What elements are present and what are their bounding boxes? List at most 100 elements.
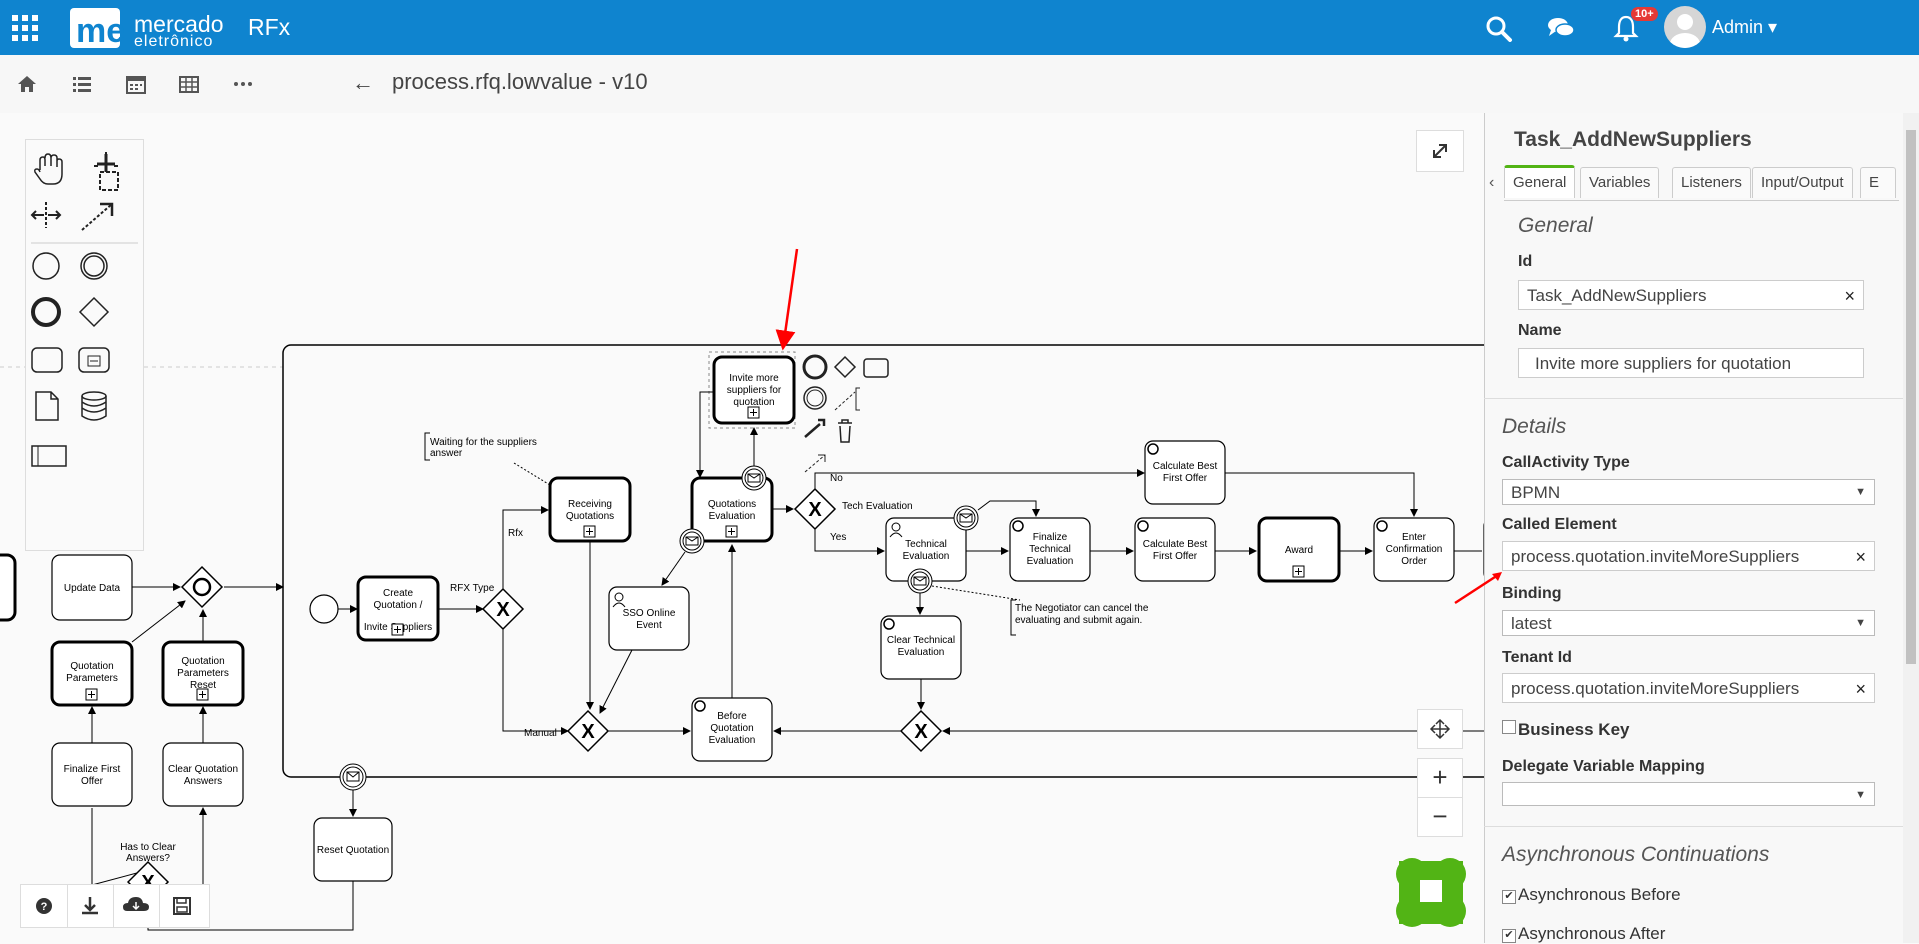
async-before-checkbox[interactable]: ✔Asynchronous Before bbox=[1502, 885, 1681, 905]
bpmn-canvas[interactable]: Update Data Quotation Parameters Quotati… bbox=[0, 113, 1484, 943]
boundary-message-event[interactable] bbox=[679, 528, 705, 554]
subprocess-icon[interactable] bbox=[78, 347, 110, 373]
task-clear-technical-evaluation[interactable]: Clear Technical Evaluation bbox=[880, 615, 962, 680]
called-element-value: process.quotation.inviteMoreSuppliers bbox=[1511, 547, 1800, 566]
subprocess-quotation-parameters-reset[interactable]: Quotation Parameters Reset bbox=[161, 640, 245, 707]
gateway-rfx-type[interactable]: X bbox=[481, 587, 525, 631]
intermediate-event-icon[interactable] bbox=[80, 252, 108, 280]
data-object-icon[interactable] bbox=[35, 391, 59, 421]
boundary-message-event[interactable] bbox=[339, 763, 367, 791]
help-icon: ? bbox=[36, 898, 52, 914]
lasso-tool-icon[interactable] bbox=[93, 152, 119, 191]
gateway-parallel-left[interactable] bbox=[180, 565, 224, 609]
subprocess-award[interactable]: Award bbox=[1257, 516, 1341, 583]
task-label: SSO Online bbox=[623, 608, 676, 619]
more-icon[interactable] bbox=[232, 73, 254, 95]
callactivity-type-select[interactable]: BPMN▼ bbox=[1502, 479, 1875, 505]
task-calculate-best-first-offer-top[interactable]: Calculate Best First Offer bbox=[1144, 440, 1226, 505]
bell-icon[interactable] bbox=[1611, 14, 1641, 42]
tab-variables[interactable]: Variables bbox=[1580, 167, 1660, 198]
gateway-label: Answers? bbox=[126, 853, 170, 864]
subprocess-container[interactable] bbox=[282, 344, 1484, 778]
list-icon[interactable] bbox=[71, 73, 93, 95]
clear-icon[interactable]: × bbox=[1855, 679, 1866, 699]
divider bbox=[1484, 826, 1903, 827]
connect-tool-icon[interactable] bbox=[81, 202, 114, 231]
user-menu[interactable]: Admin ▾ bbox=[1712, 17, 1778, 37]
download-button[interactable] bbox=[67, 885, 114, 927]
business-key-checkbox[interactable]: Business Key bbox=[1502, 720, 1630, 740]
called-element-field[interactable]: process.quotation.inviteMoreSuppliers × bbox=[1502, 541, 1875, 571]
task-before-quotation-evaluation[interactable]: Before Quotation Evaluation bbox=[691, 697, 773, 762]
task-sso-online-event[interactable]: SSO Online Event bbox=[608, 586, 690, 651]
sub-toolbar bbox=[0, 55, 1919, 114]
task-icon[interactable] bbox=[31, 347, 63, 373]
bpmn-io-logo[interactable] bbox=[1396, 858, 1466, 927]
gateway-icon[interactable] bbox=[78, 296, 110, 328]
app-name: RFx bbox=[248, 14, 291, 40]
checkbox-checked[interactable]: ✔ bbox=[1502, 890, 1516, 904]
task-update-data[interactable]: Update Data bbox=[51, 554, 133, 621]
space-tool-icon[interactable] bbox=[30, 202, 62, 228]
clear-icon[interactable]: × bbox=[1855, 547, 1866, 567]
tenant-id-field[interactable]: process.quotation.inviteMoreSuppliers × bbox=[1502, 673, 1875, 703]
id-field[interactable]: Task_AddNewSuppliers × bbox=[1518, 280, 1864, 310]
gateway-join[interactable]: X bbox=[566, 709, 610, 753]
tab-input-output[interactable]: Input/Output bbox=[1752, 167, 1853, 198]
page-title: process.rfq.lowvalue - v10 bbox=[392, 69, 648, 94]
checkbox[interactable] bbox=[1502, 720, 1516, 734]
zoom-in-button[interactable]: + bbox=[1417, 758, 1463, 798]
start-event[interactable] bbox=[309, 594, 339, 624]
clear-icon[interactable]: × bbox=[1844, 286, 1855, 306]
name-field[interactable]: Invite more suppliers for quotation bbox=[1518, 348, 1864, 378]
gateway-clear-technical[interactable]: X bbox=[899, 709, 943, 753]
task-label: Enter bbox=[1402, 532, 1427, 543]
cut-off-task[interactable] bbox=[0, 553, 17, 622]
table-icon[interactable] bbox=[178, 73, 200, 95]
subprocess-quotation-parameters[interactable]: Quotation Parameters bbox=[50, 640, 134, 707]
task-calculate-best-first-offer[interactable]: Calculate Best First Offer bbox=[1134, 517, 1216, 582]
help-button[interactable]: ? bbox=[21, 885, 68, 927]
end-event-icon[interactable] bbox=[31, 297, 61, 327]
task-clear-quotation-answers[interactable]: Clear Quotation Answers bbox=[162, 742, 244, 807]
data-store-icon[interactable] bbox=[81, 391, 107, 421]
async-after-checkbox[interactable]: ✔Asynchronous After bbox=[1502, 924, 1665, 944]
start-event-icon[interactable] bbox=[32, 252, 60, 280]
chat-icon[interactable] bbox=[1546, 14, 1576, 42]
save-button[interactable] bbox=[159, 885, 205, 927]
reset-view-button[interactable] bbox=[1417, 709, 1463, 749]
cloud-deploy-button[interactable] bbox=[113, 885, 160, 927]
callactivity-type-value: BPMN bbox=[1511, 483, 1561, 502]
tabs-prev-icon[interactable]: ‹ bbox=[1489, 174, 1495, 191]
calendar-icon[interactable] bbox=[125, 73, 147, 95]
delegate-variable-mapping-select[interactable]: ▼ bbox=[1502, 782, 1875, 806]
mercado-eletronico-logo[interactable]: me bbox=[70, 6, 128, 50]
binding-select[interactable]: latest▼ bbox=[1502, 610, 1875, 636]
tab-listeners[interactable]: Listeners bbox=[1672, 167, 1751, 198]
boundary-message-event[interactable] bbox=[741, 465, 767, 491]
subprocess-invite-more-suppliers[interactable]: Invite more suppliers for quotation bbox=[712, 355, 796, 425]
search-icon[interactable] bbox=[1484, 14, 1514, 42]
subprocess-receiving-quotations[interactable]: Receiving Quotations bbox=[548, 476, 632, 543]
tab-general[interactable]: General bbox=[1504, 165, 1576, 198]
gateway-tech-evaluation[interactable]: X bbox=[793, 487, 837, 531]
zoom-out-button[interactable]: − bbox=[1417, 797, 1463, 837]
avatar[interactable] bbox=[1664, 6, 1706, 48]
context-pad[interactable] bbox=[802, 354, 889, 473]
hand-tool-icon[interactable] bbox=[34, 153, 63, 185]
checkbox-checked[interactable]: ✔ bbox=[1502, 929, 1516, 943]
boundary-message-event[interactable] bbox=[907, 568, 933, 594]
task-reset-quotation[interactable]: Reset Quotation bbox=[313, 817, 393, 882]
home-icon[interactable] bbox=[16, 73, 38, 95]
task-finalize-first-offer[interactable]: Finalize First Offer bbox=[51, 742, 133, 807]
back-button[interactable]: ← bbox=[352, 70, 374, 95]
fullscreen-button[interactable] bbox=[1416, 130, 1464, 172]
pool-icon[interactable] bbox=[31, 445, 67, 467]
panel-scrollbar-thumb[interactable] bbox=[1906, 130, 1916, 664]
subprocess-create-quotation[interactable]: Create Quotation / Invite Suppliers bbox=[356, 575, 440, 642]
boundary-message-event[interactable] bbox=[953, 505, 979, 531]
task-enter-confirmation-order[interactable]: Enter Confirmation Order bbox=[1373, 517, 1455, 582]
apps-grid-icon[interactable] bbox=[12, 15, 38, 41]
tab-extensions[interactable]: E bbox=[1860, 167, 1896, 198]
task-finalize-technical-evaluation[interactable]: Finalize Technical Evaluation bbox=[1009, 517, 1091, 582]
